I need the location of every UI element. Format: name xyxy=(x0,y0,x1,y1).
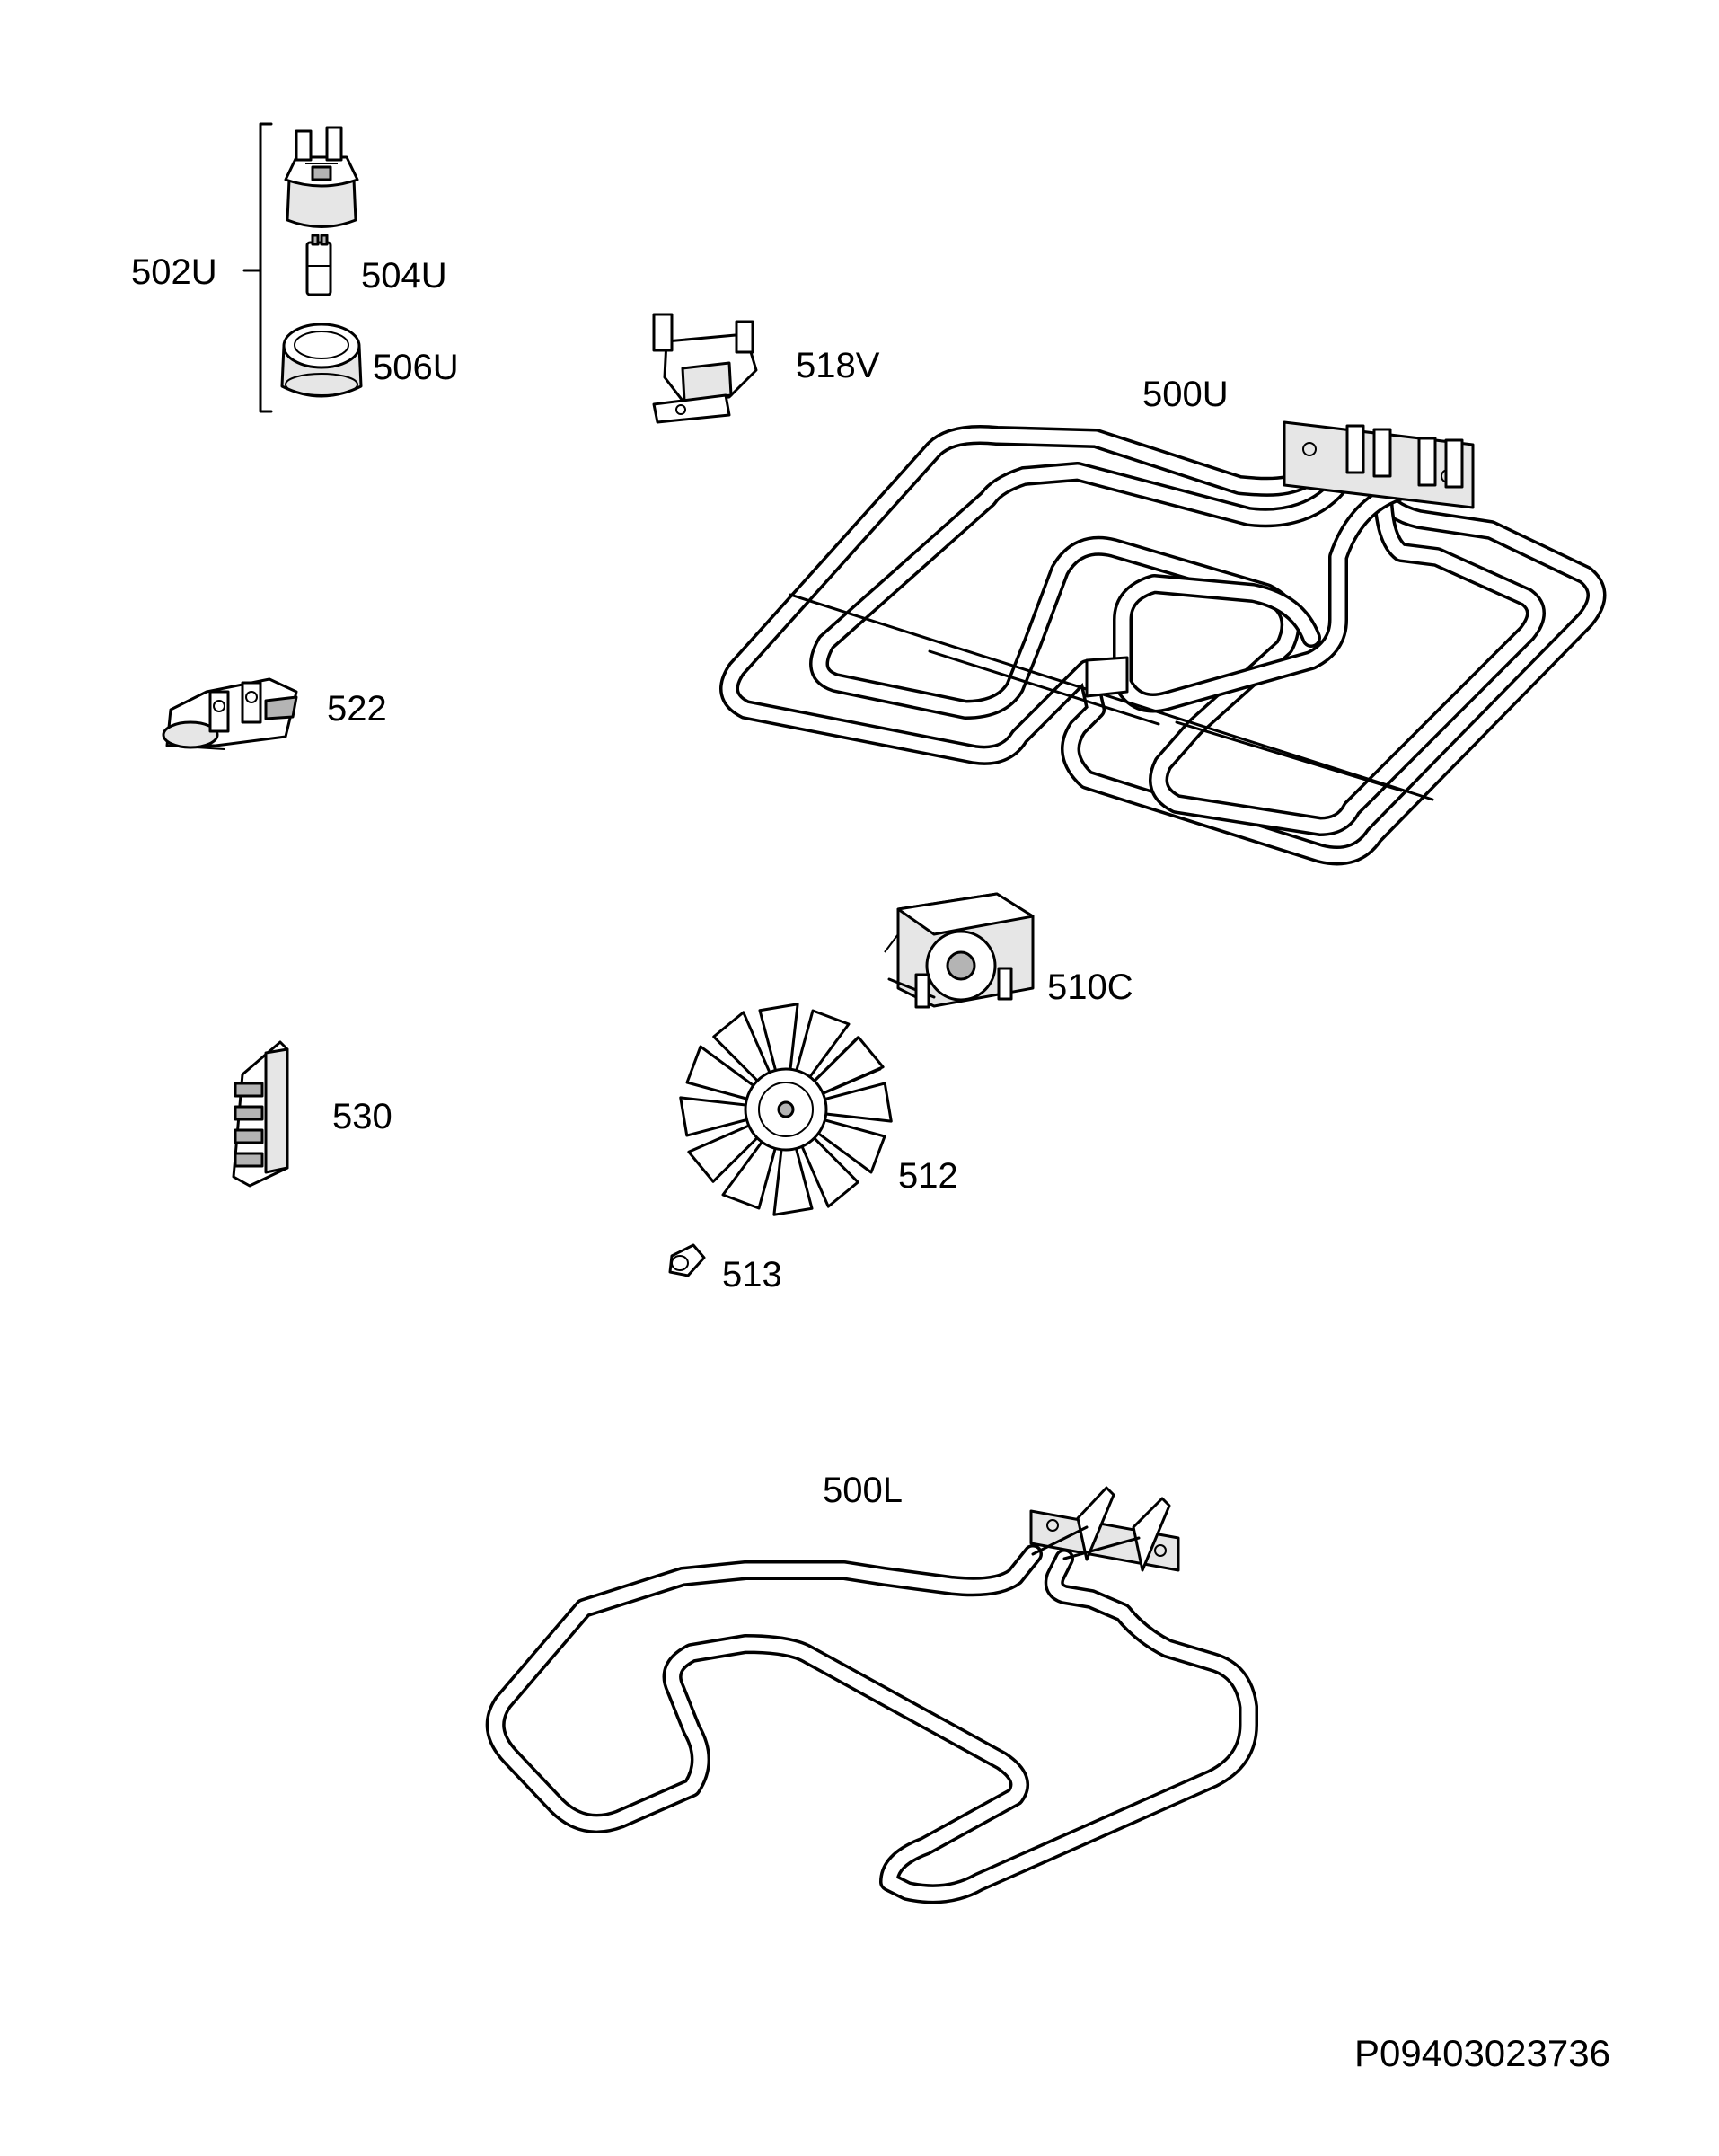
part-518V-thermostat xyxy=(652,313,758,424)
label-530: 530 xyxy=(332,1097,392,1136)
label-522: 522 xyxy=(327,689,387,729)
part-513-nut xyxy=(668,1243,706,1277)
group-bracket-502U xyxy=(242,122,273,413)
part-522-terminal-block xyxy=(162,677,298,750)
label-510C: 510C xyxy=(1047,968,1133,1007)
part-510C-fan-motor xyxy=(884,892,1035,1009)
label-513: 513 xyxy=(722,1255,782,1294)
part-500U-upper-heating-element xyxy=(719,420,1607,866)
label-504U: 504U xyxy=(361,256,447,296)
label-500L: 500L xyxy=(823,1471,903,1510)
part-530-terminal-strip xyxy=(232,1040,289,1188)
part-500L-lower-heating-element xyxy=(485,1486,1258,1904)
part-506U-lamp-cover xyxy=(280,323,363,398)
label-512: 512 xyxy=(898,1156,958,1196)
label-502U: 502U xyxy=(131,252,217,292)
label-506U: 506U xyxy=(373,348,459,387)
label-500U: 500U xyxy=(1142,375,1229,414)
part-504U-connector xyxy=(305,234,332,296)
drawing-code: P09403023736 xyxy=(1354,2032,1610,2074)
part-502U-lamp-holder xyxy=(284,126,359,228)
part-512-fan-blade xyxy=(679,1003,893,1216)
label-518V: 518V xyxy=(796,346,880,385)
